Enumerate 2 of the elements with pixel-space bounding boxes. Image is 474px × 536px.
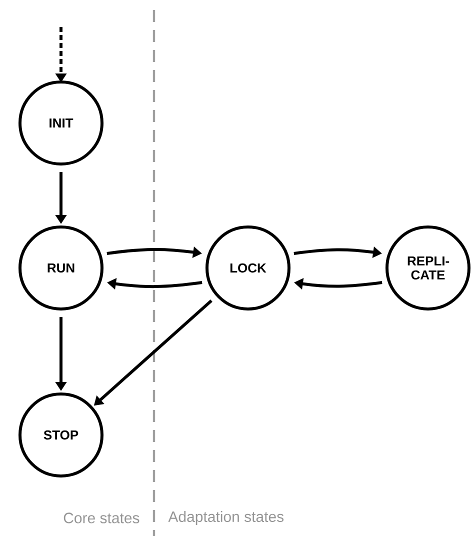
region-label: Adaptation states: [168, 511, 284, 525]
region-label: Core states: [64, 512, 140, 524]
